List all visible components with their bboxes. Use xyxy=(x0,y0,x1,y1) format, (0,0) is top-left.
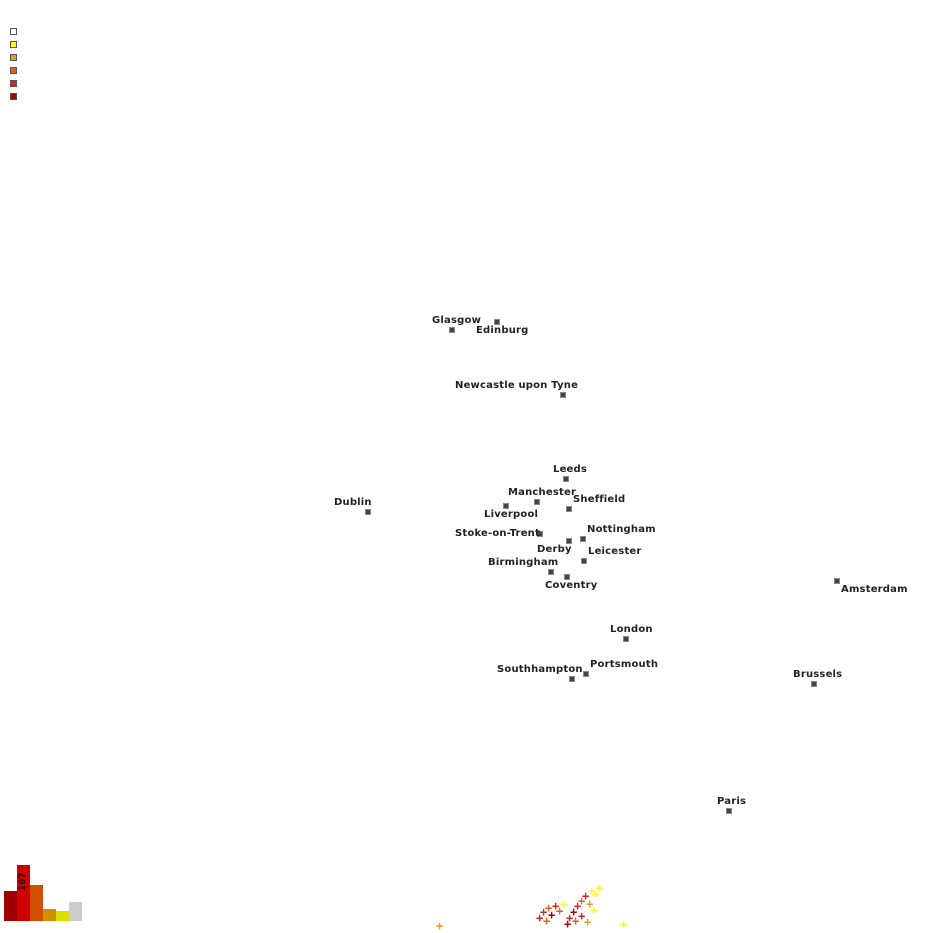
legend-swatch xyxy=(10,93,17,100)
strike-marker: + xyxy=(620,917,628,931)
strike-marker: + xyxy=(584,915,592,929)
histogram-bar xyxy=(56,911,69,921)
legend-swatch xyxy=(10,41,17,48)
city-marker xyxy=(494,319,500,325)
strike-marker: + xyxy=(578,894,586,908)
strike-marker: + xyxy=(540,905,548,919)
city-label: Edinburg xyxy=(476,325,529,336)
strike-marker: + xyxy=(566,911,574,925)
city-marker xyxy=(449,327,455,333)
city-marker xyxy=(365,509,371,515)
histogram-bar xyxy=(4,891,17,921)
strike-marker: + xyxy=(436,919,444,933)
city-label: Birmingham xyxy=(488,557,559,568)
strike-marker: + xyxy=(556,904,564,918)
strike-marker: + xyxy=(588,884,596,898)
city-marker xyxy=(569,676,575,682)
city-label: Portsmouth xyxy=(590,659,659,670)
strike-marker: + xyxy=(592,887,600,901)
city-marker xyxy=(548,569,554,575)
city-label: Nottingham xyxy=(587,524,656,535)
strike-marker: + xyxy=(536,911,544,925)
strike-marker: + xyxy=(590,903,598,917)
city-label: Liverpool xyxy=(484,509,539,520)
city-marker xyxy=(580,536,586,542)
strike-marker: + xyxy=(548,908,556,922)
strike-marker: + xyxy=(586,897,594,911)
city-label: Stoke-on-Trent xyxy=(455,528,540,539)
histogram-bar xyxy=(30,885,43,921)
city-marker xyxy=(534,499,540,505)
strike-marker: + xyxy=(545,901,553,915)
histogram-count-label: 107 xyxy=(18,872,28,891)
city-label: Coventry xyxy=(545,580,598,591)
city-label: Dublin xyxy=(334,497,372,508)
city-label: Southhampton xyxy=(497,664,583,675)
legend-swatch xyxy=(10,28,17,35)
legend-swatch xyxy=(10,80,17,87)
city-marker xyxy=(834,578,840,584)
city-label: Paris xyxy=(717,796,747,807)
strike-marker: + xyxy=(578,909,586,923)
strike-marker: + xyxy=(574,899,582,913)
legend-swatch xyxy=(10,67,17,74)
city-label: Derby xyxy=(537,544,572,555)
city-label: Manchester xyxy=(508,487,577,498)
strike-marker: + xyxy=(564,917,572,931)
city-label: Leicester xyxy=(588,546,642,557)
city-marker xyxy=(563,476,569,482)
city-marker xyxy=(537,531,543,537)
city-marker xyxy=(564,574,570,580)
strike-marker: + xyxy=(570,905,578,919)
city-marker xyxy=(623,636,629,642)
strike-marker: + xyxy=(552,899,560,913)
city-marker xyxy=(583,671,589,677)
strike-marker: + xyxy=(572,914,580,928)
city-label: Sheffield xyxy=(573,494,626,505)
histogram-bar xyxy=(43,909,56,921)
city-label: Newcastle upon Tyne xyxy=(455,380,579,391)
city-label: London xyxy=(610,624,653,635)
city-label: Glasgow xyxy=(432,315,482,326)
strike-marker: + xyxy=(582,889,590,903)
city-marker xyxy=(726,808,732,814)
city-marker xyxy=(566,506,572,512)
city-label: Amsterdam xyxy=(841,584,908,595)
histogram-bar xyxy=(17,865,30,921)
city-marker xyxy=(566,538,572,544)
strike-marker: + xyxy=(596,881,604,895)
city-marker xyxy=(581,558,587,564)
strike-marker: + xyxy=(560,897,568,911)
city-marker xyxy=(503,503,509,509)
city-marker xyxy=(811,681,817,687)
city-marker xyxy=(560,392,566,398)
city-label: Brussels xyxy=(793,669,843,680)
strike-marker: + xyxy=(543,914,551,928)
legend-swatch xyxy=(10,54,17,61)
city-label: Leeds xyxy=(553,464,588,475)
histogram-bar xyxy=(69,902,82,921)
